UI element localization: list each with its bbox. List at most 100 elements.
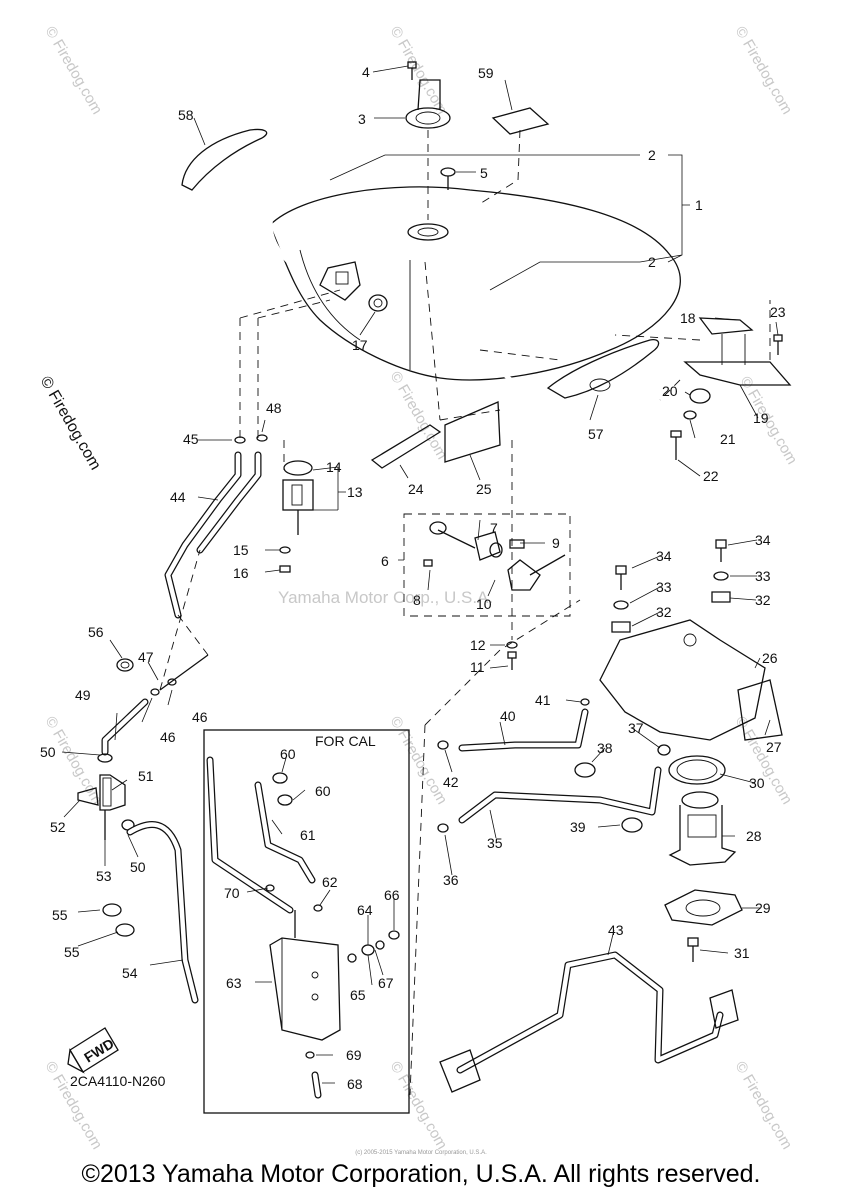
damper-24 <box>370 424 442 469</box>
emblem-right-badge <box>589 378 611 392</box>
callout-15: 15 <box>233 542 249 558</box>
callout-33: 33 <box>755 568 771 584</box>
callout-32: 32 <box>755 592 771 608</box>
callout-6: 6 <box>381 553 389 569</box>
watermark: © Firedog.com <box>732 1059 796 1153</box>
wiring-43 <box>439 951 739 1093</box>
callout-49: 49 <box>75 687 91 703</box>
hose-44-inner <box>165 452 241 618</box>
callout-52: 52 <box>50 819 66 835</box>
callout-20: 20 <box>662 383 678 399</box>
callout-4: 4 <box>362 64 370 80</box>
clamps-60 <box>272 772 293 806</box>
callout-16: 16 <box>233 565 249 581</box>
clamps-55 <box>102 903 135 937</box>
callout-28: 28 <box>746 828 762 844</box>
callouts: 1 2 2 3 4 5 6 7 8 9 10 11 12 13 14 15 16… <box>40 64 786 1092</box>
callout-36: 36 <box>443 872 459 888</box>
hose-49-inner <box>102 699 148 755</box>
callout-46: 46 <box>192 709 208 725</box>
callout-61: 61 <box>300 827 316 843</box>
callout-48: 48 <box>266 400 282 416</box>
callout-39: 39 <box>570 819 586 835</box>
hose-40 <box>458 708 589 752</box>
clamp-38 <box>574 762 596 778</box>
clamp-56 <box>116 658 134 672</box>
clip-37 <box>657 744 671 756</box>
callout-25: 25 <box>476 481 492 497</box>
callout-50: 50 <box>40 744 56 760</box>
clamp-39 <box>621 817 643 833</box>
fuel-pump-28 <box>668 791 737 866</box>
callout-43: 43 <box>608 922 624 938</box>
guide-lines <box>239 129 771 1096</box>
callout-58: 58 <box>178 107 194 123</box>
cal-box-label: FOR CAL <box>315 733 376 749</box>
callout-29: 29 <box>755 900 771 916</box>
cover-26 <box>599 619 766 741</box>
callout-53: 53 <box>96 868 112 884</box>
fuel-sender <box>279 460 314 573</box>
callout-11: 11 <box>470 659 485 675</box>
collar-21 <box>683 410 697 420</box>
fuel-cap <box>405 79 451 129</box>
callout-51: 51 <box>138 768 154 784</box>
callout-38: 38 <box>597 740 613 756</box>
hose-44b-inner <box>197 452 261 553</box>
bolt-31 <box>687 937 699 962</box>
callout-2: 2 <box>648 147 656 163</box>
label-59 <box>491 107 550 135</box>
fittings-64-67 <box>347 930 400 963</box>
watermark: © Firedog.com <box>732 714 796 808</box>
emblem-left <box>181 128 268 191</box>
callout-27: 27 <box>766 739 782 755</box>
callout-56: 56 <box>88 624 104 640</box>
callout-14: 14 <box>326 459 342 475</box>
callout-41: 41 <box>535 692 551 708</box>
watermark-layer: © Firedog.com © Firedog.com © Firedog.co… <box>37 24 801 1153</box>
bolt-5 <box>440 167 456 190</box>
watermark-left: © Firedog.com <box>37 374 104 474</box>
callout-19: 19 <box>753 410 769 426</box>
plate-29 <box>664 889 743 926</box>
tank-strip-upper-inner <box>268 169 443 273</box>
center-watermark: Yamaha Motor Corp., U.S.A. <box>278 588 493 607</box>
callout-2: 2 <box>648 254 656 270</box>
tiny-copyright: (c) 2005-2015 Yamaha Motor Corporation, … <box>355 1150 487 1156</box>
callout-34: 34 <box>755 532 771 548</box>
callout-46: 46 <box>160 729 176 745</box>
callout-33: 33 <box>656 579 672 595</box>
callout-3: 3 <box>358 111 366 127</box>
hose-54 <box>126 821 199 1004</box>
callout-18: 18 <box>680 310 696 326</box>
joint-guide <box>159 549 209 691</box>
clip-42 <box>437 740 449 750</box>
callout-13: 13 <box>347 484 363 500</box>
bolt-11 <box>507 651 517 670</box>
callout-70: 70 <box>224 885 240 901</box>
callout-62: 62 <box>322 874 338 890</box>
callout-63: 63 <box>226 975 242 991</box>
clip-69 <box>305 1051 315 1059</box>
cap-bolt <box>407 61 417 80</box>
copyright-footer: ©2013 Yamaha Motor Corporation, U.S.A. A… <box>81 1160 761 1188</box>
hose-61-inner <box>207 757 293 913</box>
callout-22: 22 <box>703 468 719 484</box>
emblem-right <box>546 339 660 399</box>
clip-36 <box>437 823 449 833</box>
callout-59: 59 <box>478 65 494 81</box>
hose-44 <box>164 451 242 619</box>
callout-47: 47 <box>138 649 154 665</box>
callout-31: 31 <box>734 945 750 961</box>
joint-46-47 <box>150 654 209 696</box>
callout-8: 8 <box>413 592 421 608</box>
bolt-23 <box>773 334 783 355</box>
callout-23: 23 <box>770 304 786 320</box>
callout-24: 24 <box>408 481 424 497</box>
hose-54-inner <box>127 822 198 1003</box>
callout-10: 10 <box>476 596 492 612</box>
canister-63 <box>269 910 341 1041</box>
callout-35: 35 <box>487 835 503 851</box>
fuel-cock <box>423 521 566 591</box>
